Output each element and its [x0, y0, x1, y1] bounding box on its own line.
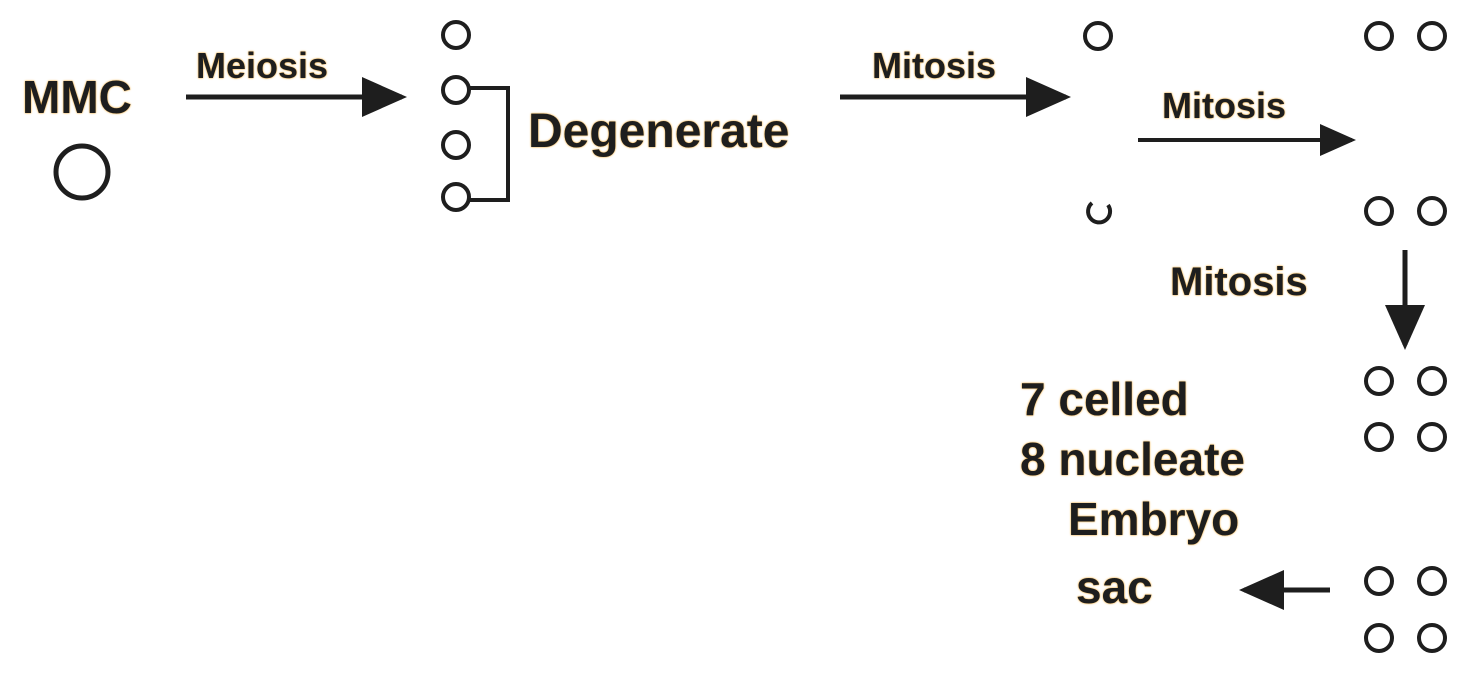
- megaspore-tetrad: [441, 20, 471, 212]
- mmc-cell: [53, 143, 111, 201]
- nucleus: [1417, 21, 1447, 51]
- degenerating-megaspore: [441, 75, 471, 105]
- four-nucleate-stage: [1364, 21, 1447, 226]
- functional-megaspore: [441, 20, 471, 50]
- degenerate-label: Degenerate: [528, 105, 790, 158]
- mitosis-label-3: Mitosis: [1170, 260, 1308, 304]
- nucleus: [1083, 21, 1113, 51]
- two-nucleate-stage: [1083, 21, 1113, 225]
- result-label-line2: 8 nucleate: [1020, 433, 1245, 485]
- meiosis-label: Meiosis: [196, 45, 329, 86]
- nucleus: [1364, 21, 1394, 51]
- nucleus: [1364, 196, 1394, 226]
- degenerating-megaspore: [441, 130, 471, 160]
- nucleus: [1417, 196, 1447, 226]
- result-label-line4: sac: [1076, 561, 1153, 613]
- nucleus: [1417, 623, 1447, 653]
- result-label-line1: 7 celled: [1020, 373, 1189, 425]
- nucleus: [1417, 566, 1447, 596]
- degenerating-megaspore: [441, 182, 471, 212]
- nucleus: [1417, 366, 1447, 396]
- nucleus: [1364, 623, 1394, 653]
- eight-nucleate-stage: [1364, 366, 1447, 653]
- mitosis-label-2: Mitosis: [1162, 85, 1287, 126]
- degenerate-bracket: [469, 86, 510, 202]
- mitosis-label-1: Mitosis: [872, 45, 997, 86]
- nucleus: [1364, 422, 1394, 452]
- nucleus: [1417, 422, 1447, 452]
- nucleus: [1364, 366, 1394, 396]
- result-label-line3: Embryo: [1068, 493, 1240, 545]
- nucleus: [1364, 566, 1394, 596]
- nucleus: [1086, 201, 1113, 225]
- mmc-label: MMC: [22, 71, 132, 123]
